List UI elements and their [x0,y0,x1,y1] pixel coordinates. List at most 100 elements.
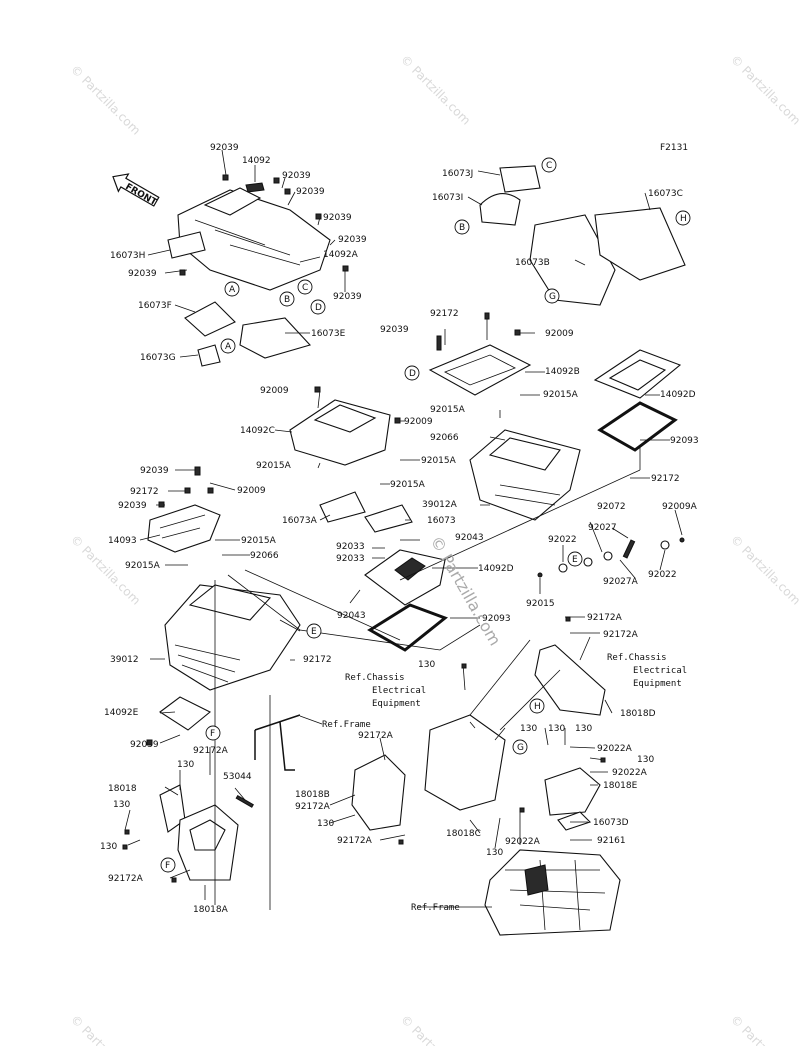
part-label: 92039 [296,187,325,197]
part-label: 92039 [128,269,157,279]
part-label: 92093 [670,436,699,446]
callout-b-1: B [279,291,295,307]
callout-f-2: F [160,857,176,873]
callout-letter: A [225,342,232,352]
upper-cover-assembly [167,182,331,291]
part-label: 92172 [651,474,680,484]
watermark: © Partzilla.com [68,1012,143,1046]
front-arrow-icon: FRONT [112,173,160,208]
callout-e-1: E [567,551,583,567]
callout-letter: C [302,283,308,293]
part-label: 92039 [118,501,147,511]
part-label: 92015A [390,480,426,490]
callout-letter: G [549,292,556,302]
part-label: 14092D [478,564,514,574]
part-label: 18018C [446,829,481,839]
part-label: 16073D [593,818,629,828]
part-label: 16073I [432,193,463,203]
callout-g-1: G [544,288,560,304]
part-label: 92009A [662,502,698,512]
part-label: 92039 [333,292,362,302]
pad-16073B [529,214,616,306]
part-label: 92172A [337,836,373,846]
console-14092B [428,344,532,396]
pad-16073D [557,811,592,831]
gasket-92093-center [367,603,449,652]
part-label: 92022A [612,768,648,778]
part-label: 92015 [526,599,555,609]
callout-letter: D [315,303,322,313]
pad-16073C [594,207,686,281]
part-label: 92033 [336,542,365,552]
part-label: 18018 [108,784,137,794]
part-label: 18018B [295,790,330,800]
part-label: 92015A [125,561,161,571]
part-label: 92009 [260,386,289,396]
pad-16073A [319,491,366,523]
part-label: 92172A [587,613,623,623]
pad-16073E [239,317,312,359]
part-label: 92015A [543,390,579,400]
fasteners [122,174,606,883]
callout-letter: F [210,729,215,739]
part-label: 92009 [545,329,574,339]
ref-chassis-right-line1: Ref.Chassis [607,653,667,663]
callout-letter: E [311,627,317,637]
ref-chassis-left-line1: Ref.Chassis [345,673,405,683]
part-label: 92039 [338,235,367,245]
part-label: 92022A [597,744,633,754]
part-label: 92161 [597,836,626,846]
box-39012A [469,429,581,521]
part-label: 92039 [380,325,409,335]
part-label: 130 [418,660,435,670]
part-label: 92027A [603,577,639,587]
part-label: 92015A [421,456,457,466]
part-label: 18018A [193,905,229,915]
part-label: 92039 [140,466,169,476]
part-label: 14093 [108,536,137,546]
part-label: 92027 [588,523,617,533]
part-label: 16073F [138,301,172,311]
ref-frame-bottom: Ref.Frame [411,903,460,913]
callout-letter: H [680,214,687,224]
part-label: 16073H [110,251,145,261]
part-label: 92172A [358,731,394,741]
part-label: 92066 [250,551,279,561]
part-label: 130 [486,848,503,858]
callout-letter: C [546,161,552,171]
rod-53044 [235,794,254,808]
washer-set [537,537,685,578]
panel-18018C [424,714,506,811]
part-label: 16073 [427,516,456,526]
part-label: 16073B [515,258,550,268]
pad-16073I [479,193,521,226]
callout-h-1: H [675,210,691,226]
callout-letter: G [517,743,524,753]
panel-18018E [544,767,601,816]
part-label: 92172 [430,309,459,319]
part-label: 92039 [130,740,159,750]
callout-letter: B [459,223,465,233]
part-label: 130 [575,724,592,734]
part-label: 92009 [237,486,266,496]
part-label: 92172A [193,746,229,756]
pad-16073J [499,165,541,193]
callout-letter: A [229,285,236,295]
part-label: 92172 [303,655,332,665]
callout-h-2: H [529,698,545,714]
part-label: 18018D [620,709,656,719]
part-label: 16073E [311,329,346,339]
part-label: 130 [317,819,334,829]
part-label: 92015A [430,405,466,415]
part-label: 92093 [482,614,511,624]
callout-letter: B [284,295,290,305]
part-label: 14092D [660,390,696,400]
part-label: 130 [177,760,194,770]
panel-18018B [351,754,406,831]
part-label: 92009 [404,417,433,427]
part-label: 92039 [323,213,352,223]
callout-letter: E [572,555,578,565]
part-label: 130 [548,724,565,734]
callout-g-2: G [512,739,528,755]
